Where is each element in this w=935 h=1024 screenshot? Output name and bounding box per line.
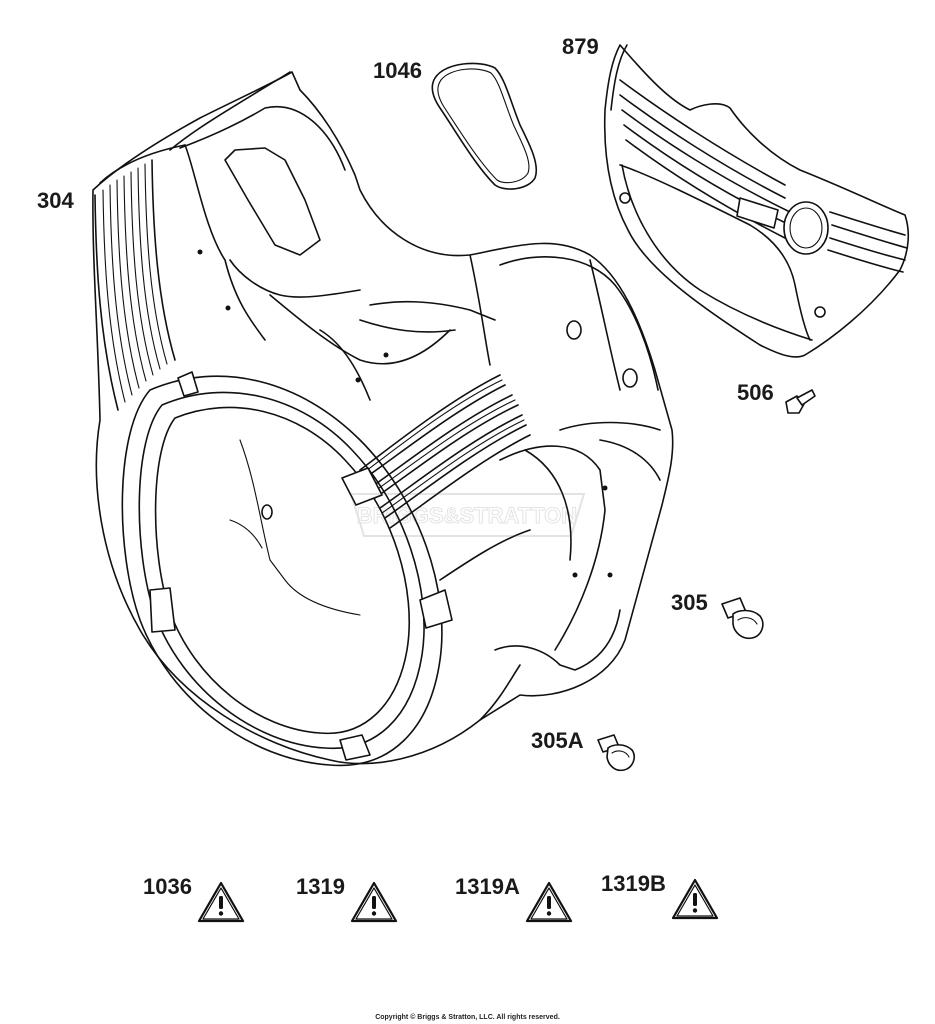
brand-watermark: BRIGGS&STRATTON [349, 493, 586, 537]
warning-triangle-icon [525, 881, 572, 923]
warning-item-1319A: 1319A [455, 876, 574, 924]
warning-triangle-icon [197, 881, 245, 923]
label-part-305: 305 [671, 590, 708, 615]
copyright-notice: Copyright © Briggs & Stratton, LLC. All … [375, 1014, 560, 1021]
label-part-305A: 305A [531, 728, 584, 753]
warning-label: 1319A [455, 874, 520, 899]
warning-item-1319: 1319 [296, 876, 399, 924]
gasket-1046 [431, 62, 538, 190]
warning-triangle-icon [671, 878, 718, 920]
bolt-305 [721, 597, 764, 640]
warning-label: 1319 [296, 874, 345, 899]
warning-triangle-icon [350, 881, 398, 923]
warning-label: 1319B [601, 871, 666, 896]
warning-label: 1036 [143, 874, 192, 899]
warning-item-1319B: 1319B [601, 873, 720, 921]
warning-item-1036: 1036 [143, 876, 246, 924]
blower-housing-304 [92, 71, 674, 767]
label-part-1046: 1046 [373, 58, 422, 83]
watermark-text: BRIGGS&STRATTON [357, 503, 577, 528]
bolt-305A [597, 734, 635, 772]
label-part-879: 879 [562, 34, 599, 59]
air-guide-879 [603, 44, 910, 358]
label-part-304: 304 [37, 188, 74, 213]
screw-506 [785, 389, 816, 414]
label-part-506: 506 [737, 380, 774, 405]
